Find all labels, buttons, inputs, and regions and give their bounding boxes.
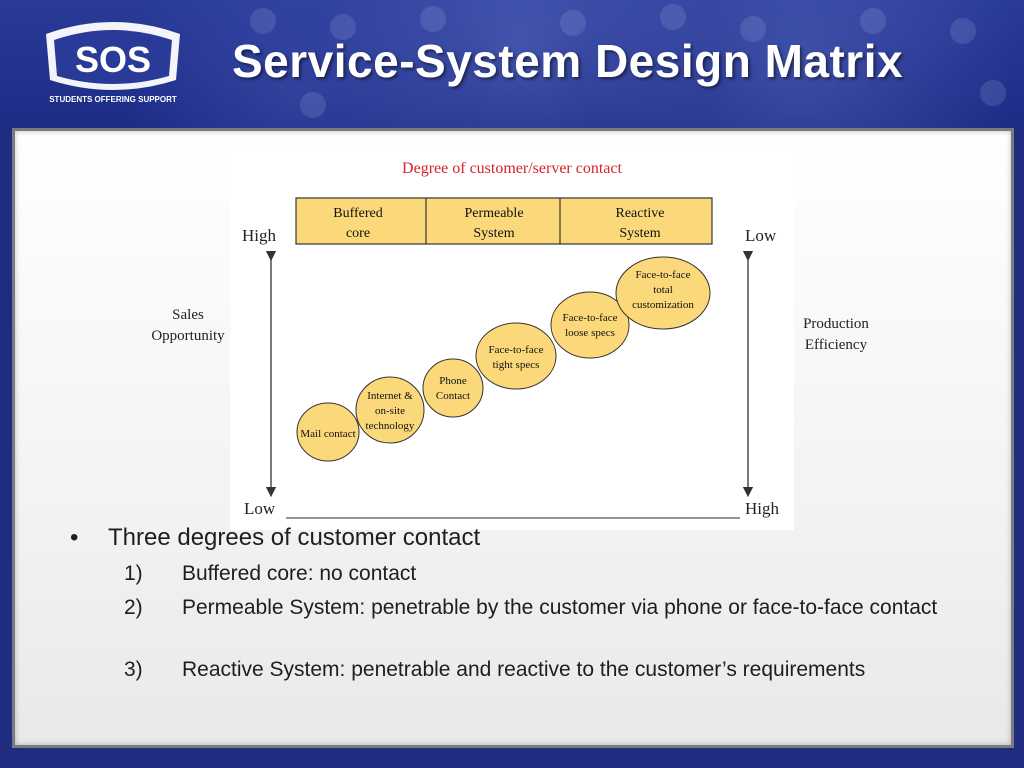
bubble-mail-contact: Mail contact — [296, 402, 360, 462]
column-reactive-system: Reactive — [616, 206, 665, 221]
left-axis-bottom-label: Low — [244, 499, 276, 518]
crowd-photo-decoration — [860, 8, 886, 34]
column-permeable-system: Permeable — [464, 206, 523, 221]
svg-text:loose specs: loose specs — [565, 327, 615, 339]
sos-logo: SOS STUDENTS OFFERING SUPPORT — [38, 14, 188, 110]
column-buffered-core: Buffered — [333, 206, 383, 221]
svg-text:Face-to-face: Face-to-face — [489, 344, 544, 356]
svg-text:Contact: Contact — [436, 390, 470, 402]
header-banner: SOS STUDENTS OFFERING SUPPORT Service-Sy… — [0, 0, 1024, 128]
bubble-internet-onsite: Internet & on-site technology — [355, 376, 425, 444]
crowd-photo-decoration — [980, 80, 1006, 106]
footer-bar — [0, 748, 1024, 768]
list-item-text: Reactive System: penetrable and reactive… — [182, 658, 866, 681]
slide-title: Service-System Design Matrix — [232, 35, 904, 87]
bubble-phone-contact: Phone Contact — [422, 358, 484, 418]
right-axis-top-label: Low — [745, 226, 777, 245]
svg-text:SOS: SOS — [75, 39, 151, 80]
crowd-photo-decoration — [300, 92, 326, 118]
crowd-photo-decoration — [660, 4, 686, 30]
crowd-photo-decoration — [330, 14, 356, 40]
list-item-number: 2) — [124, 596, 143, 619]
svg-text:STUDENTS OFFERING SUPPORT: STUDENTS OFFERING SUPPORT — [49, 95, 177, 104]
svg-text:System: System — [473, 226, 514, 241]
svg-text:System: System — [619, 226, 660, 241]
svg-text:technology: technology — [366, 420, 415, 432]
bubble-face-to-face-loose: Face-to-face loose specs — [550, 291, 630, 359]
bullet-dot: • — [70, 524, 79, 551]
bubble-face-to-face-tight: Face-to-face tight specs — [475, 322, 557, 390]
list-item-number: 3) — [124, 658, 143, 681]
list-item-number: 1) — [124, 562, 143, 585]
contact-columns-box — [295, 197, 713, 245]
bubble-face-to-face-total: Face-to-face total customization — [615, 256, 711, 330]
left-axis-top-label: High — [242, 226, 277, 245]
list-item-text: Permeable System: penetrable by the cust… — [182, 596, 938, 619]
svg-text:customization: customization — [632, 299, 694, 311]
crowd-photo-decoration — [950, 18, 976, 44]
diagram-svg: Buffered core Permeable System Reactive … — [242, 197, 780, 519]
crowd-photo-decoration — [250, 8, 276, 34]
list-item-text: Buffered core: no contact — [182, 562, 417, 585]
service-system-diagram: Degree of customer/server contact Buffer… — [230, 152, 794, 530]
svg-text:Face-to-face: Face-to-face — [636, 269, 691, 281]
svg-text:core: core — [346, 226, 370, 241]
svg-text:tight specs: tight specs — [493, 359, 540, 371]
right-axis-bottom-label: High — [745, 499, 780, 518]
svg-text:Face-to-face: Face-to-face — [563, 312, 618, 324]
svg-text:Mail contact: Mail contact — [300, 428, 355, 440]
diagram-title: Degree of customer/server contact — [402, 160, 622, 177]
svg-text:Phone: Phone — [439, 375, 467, 387]
crowd-photo-decoration — [740, 16, 766, 42]
crowd-photo-decoration — [420, 6, 446, 32]
bullet-main: Three degrees of customer contact — [108, 524, 481, 551]
svg-text:total: total — [653, 284, 673, 296]
svg-text:Internet &: Internet & — [367, 390, 413, 402]
svg-text:on-site: on-site — [375, 405, 405, 417]
crowd-photo-decoration — [560, 10, 586, 36]
